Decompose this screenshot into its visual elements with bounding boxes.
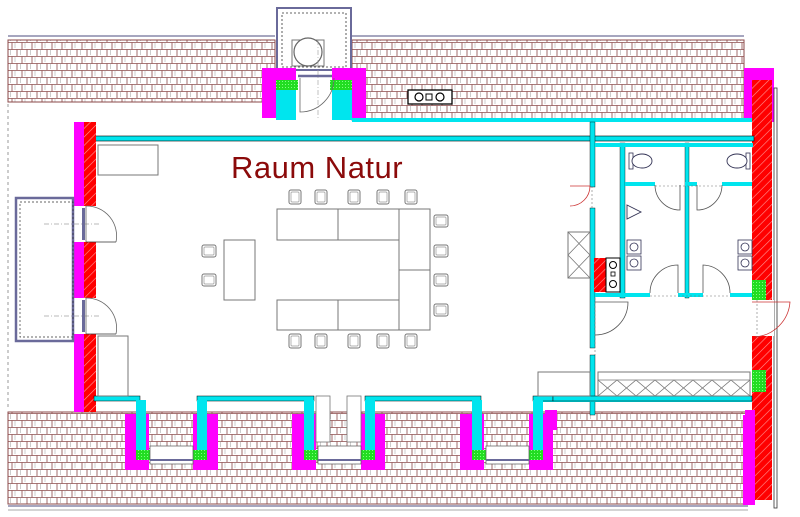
left-wall — [14, 122, 117, 412]
conference-table — [223, 208, 431, 331]
top-entry-dormer — [262, 7, 366, 120]
doors — [569, 184, 791, 338]
toilet-icon — [628, 152, 653, 170]
cooktop-icon — [407, 89, 453, 105]
cabinets — [97, 144, 751, 397]
room-name-label: Raum Natur — [231, 150, 404, 185]
wc-fixtures — [626, 152, 753, 271]
bottom-wall-dormers — [93, 395, 755, 470]
toilet-icon — [726, 152, 751, 170]
